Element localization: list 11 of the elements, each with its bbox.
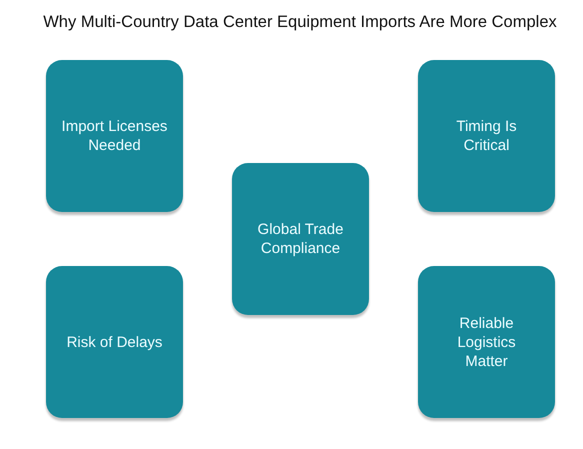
topic-card — [46, 60, 183, 212]
diagram-title: Why Multi-Country Data Center Equipment Imports Are More Complex — [42, 12, 558, 32]
card-label: Timing Is Critical — [455, 117, 518, 155]
card-label: Global Trade Compliance — [256, 220, 344, 258]
card-label: Import Licenses Needed — [60, 117, 168, 155]
card-label: Risk of Delays — [66, 332, 162, 352]
topic-card — [232, 163, 369, 315]
topic-card — [418, 60, 555, 212]
topic-card — [46, 266, 183, 418]
topic-card — [418, 266, 555, 418]
card-label: Reliable Logistics Matter — [456, 314, 517, 370]
